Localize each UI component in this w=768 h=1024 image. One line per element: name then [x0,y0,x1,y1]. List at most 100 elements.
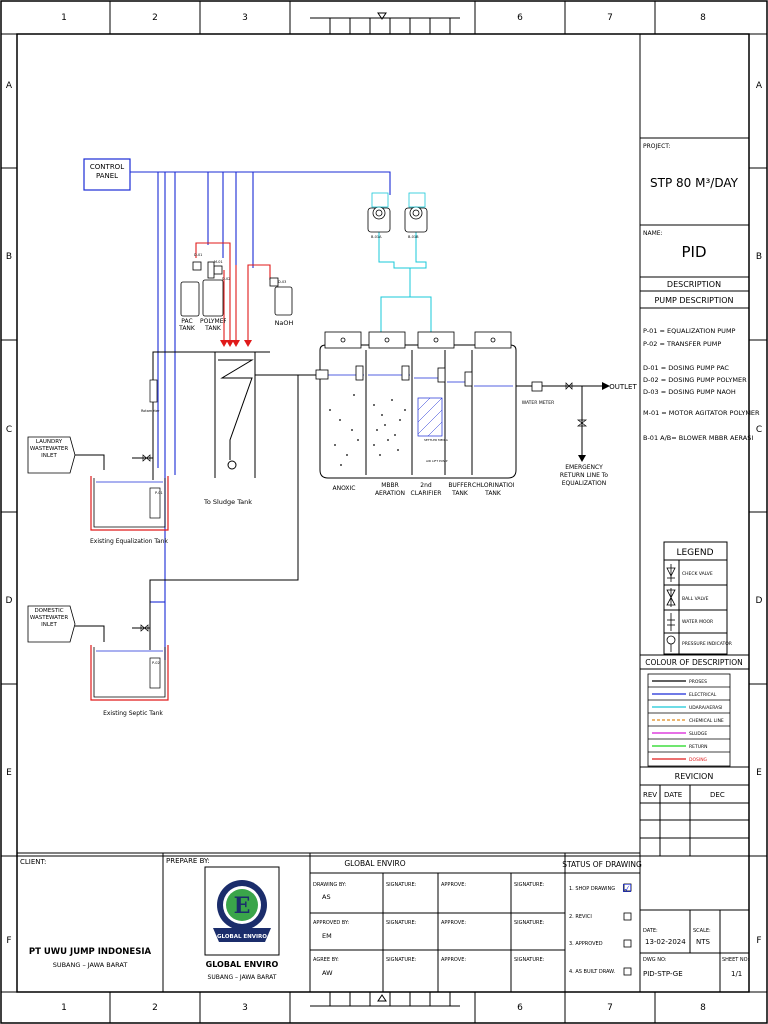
buffer-label: BUFFER TANK [448,482,472,497]
bottom-block [17,852,749,992]
svg-text:A: A [756,81,763,91]
top-column-labels: 1 2 3 6 7 8 [61,13,706,23]
svg-text:DRAWING BY:: DRAWING BY: [313,882,346,888]
clarifier-label-wrap: 2nd CLARIFIER [411,482,442,497]
prepare-label: PREPARE BY: [166,857,210,865]
mbbr-label-wrap: MBBR AERATION [375,482,405,497]
ball-valve-icon[interactable] [142,454,151,462]
media-dots [329,394,406,466]
svg-text:APPROVE:: APPROVE: [441,882,466,888]
status-checkbox[interactable] [623,967,632,976]
legend-title: LEGEND [676,548,713,558]
status-checkbox[interactable] [623,939,632,948]
status-item: 2. REVICI [569,914,592,920]
anoxic-label: ANOXIC [332,485,355,492]
company-address: SUBANG – JAWA BARAT [208,974,277,981]
legend-table [663,541,728,655]
svg-text:7: 7 [607,1003,613,1013]
status-item: 1. SHOP DRAWING [569,886,615,892]
svg-text:E: E [756,768,762,778]
svg-text:F: F [756,936,761,946]
svg-text:1: 1 [61,13,67,23]
status-checkbox[interactable] [623,912,632,921]
svg-text:SCALE:: SCALE: [693,928,711,934]
blower-frames [371,192,426,208]
rotameter [149,379,158,403]
air-lift-label: AIR LIFT PUMP [426,459,448,463]
name-label: NAME: [643,230,663,237]
legend-label: CHECK VALVE [682,571,713,577]
svg-text:F: F [6,936,11,946]
colour-lines [652,680,686,760]
manholes [324,331,512,349]
colour-table [647,673,731,767]
drawing-date: 13-02-2024 [645,938,686,946]
pump-line: P-02 = TRANSFER PUMP [643,340,721,348]
buffer-label-wrap: BUFFER TANK [448,482,472,497]
sheet-number: 1/1 [731,970,742,978]
inlet-boxes [27,436,76,643]
control-panel-label-wrap: CONTROL PANEL [90,163,124,180]
legend-labels: CHECK VALVE BALL VALVE WATER MOOR PRESSU… [682,571,732,647]
polymer-tank-label: POLYMER TANK [200,318,226,332]
svg-text:6: 6 [517,1003,523,1013]
top-column-strip [1,1,767,35]
svg-text:6: 6 [517,13,523,23]
eq-tank-label: Existing Equalization Tank [90,538,168,545]
tank-labels: ANOXIC WATER METER OUTLET [332,383,637,492]
naoh-tank [274,286,293,316]
sign-labels: DRAWING BY: SIGNATURE: APPROVE: SIGNATUR… [313,882,545,963]
dosing-arrows [220,340,252,347]
pac-polymer-labels: PAC TANK POLYMER TANK [179,318,226,332]
project-title: STP 80 M³/DAY [650,176,739,190]
global-enviro-logo: E GLOBAL ENVIRO [204,866,280,956]
revision-col: REV [643,791,657,799]
rotameter-label: Rotameter [141,409,160,413]
legend-label: BALL VALVE [682,596,709,602]
pump-line: B-01 A/B= BLOWER MBBR AERASI [643,434,753,442]
blower-b01b[interactable] [404,206,428,233]
company-name: GLOBAL ENVIRO [206,960,279,969]
colour-label: DOSING [689,757,708,763]
status-title: STATUS OF DRAWING [562,860,642,869]
ball-valve-icon[interactable] [140,624,149,632]
svg-text:8: 8 [700,13,706,23]
svg-text:DATE:: DATE: [643,928,658,934]
septic-tank-label: Existing Septic Tank [103,710,163,717]
blower-b01a[interactable] [367,206,391,233]
svg-text:DWG NO:: DWG NO: [643,957,667,963]
legend-symbols [666,564,676,652]
inlet-valves [140,382,588,632]
status-item: 4. AS BUILT DRAW. [569,969,615,975]
ball-valve-icon[interactable] [576,419,588,427]
approved-by: EM [322,932,332,940]
sludge-settler [214,352,256,478]
pump-line: P-01 = EQUALIZATION PUMP [643,327,736,335]
ball-valve-icon[interactable] [565,382,573,390]
svg-text:D: D [756,596,763,606]
blower-b-tag: B-01B [408,235,419,239]
control-panel[interactable] [83,158,131,191]
emergency-label: EMERGENCY RETURN LINE To EQUALIZATION [559,464,609,487]
dosing-pump-d02 [213,265,223,275]
status-checkbox[interactable] [623,883,632,892]
svg-text:E: E [234,893,251,919]
laundry-inlet-wrap: LAUNDRY WASTEWATER INLET [30,439,68,459]
dosing-pump-d03 [269,277,279,287]
meta-values: 13-02-2024 NTS PID-STP-GE 1/1 [643,938,742,978]
colour-label: ELECTRICAL [689,692,717,698]
svg-text:APPROVE:: APPROVE: [441,920,466,926]
svg-text:SIGNATURE:: SIGNATURE: [386,957,417,963]
colour-label: UDARA/AERASI [689,705,722,711]
outlet-label: OUTLET [609,383,637,391]
drawing-by: AS [322,893,331,901]
drawing-scale: NTS [696,938,711,946]
emergency-arrow [578,455,586,462]
svg-text:M-01: M-01 [214,260,223,264]
client-address: SUBANG – JAWA BARAT [53,961,128,969]
svg-text:C: C [6,425,12,435]
svg-text:AGREE BY:: AGREE BY: [313,957,339,963]
svg-text:SIGNATURE:: SIGNATURE: [386,920,417,926]
water-meter-icon [667,613,675,631]
